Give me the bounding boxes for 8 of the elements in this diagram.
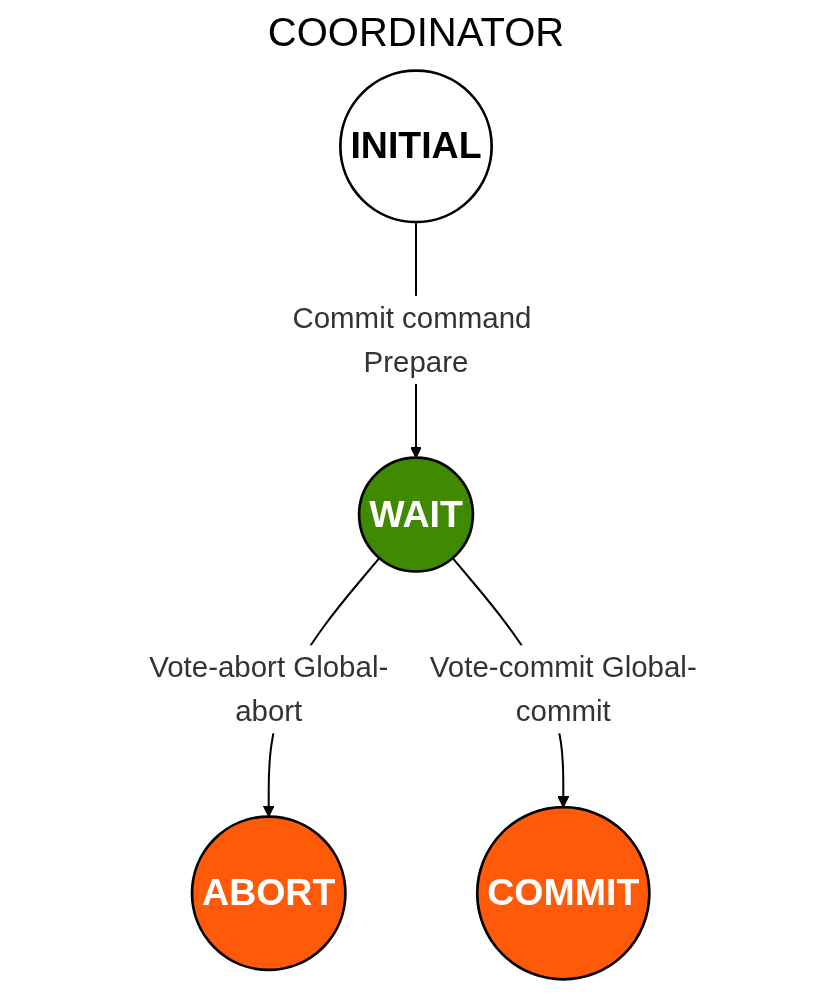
diagram-title: COORDINATOR: [266, 10, 566, 56]
node-circle: INITIAL: [339, 69, 493, 224]
edge-label: Vote-abort Global-abort: [149, 650, 389, 729]
node-circle: COMMIT: [475, 805, 651, 981]
edge-label: Vote-commit Global-commit: [429, 650, 697, 729]
node-circle: WAIT: [357, 456, 475, 573]
node-circle: ABORT: [190, 815, 347, 972]
edge-label: Commit command Prepare: [292, 301, 532, 379]
